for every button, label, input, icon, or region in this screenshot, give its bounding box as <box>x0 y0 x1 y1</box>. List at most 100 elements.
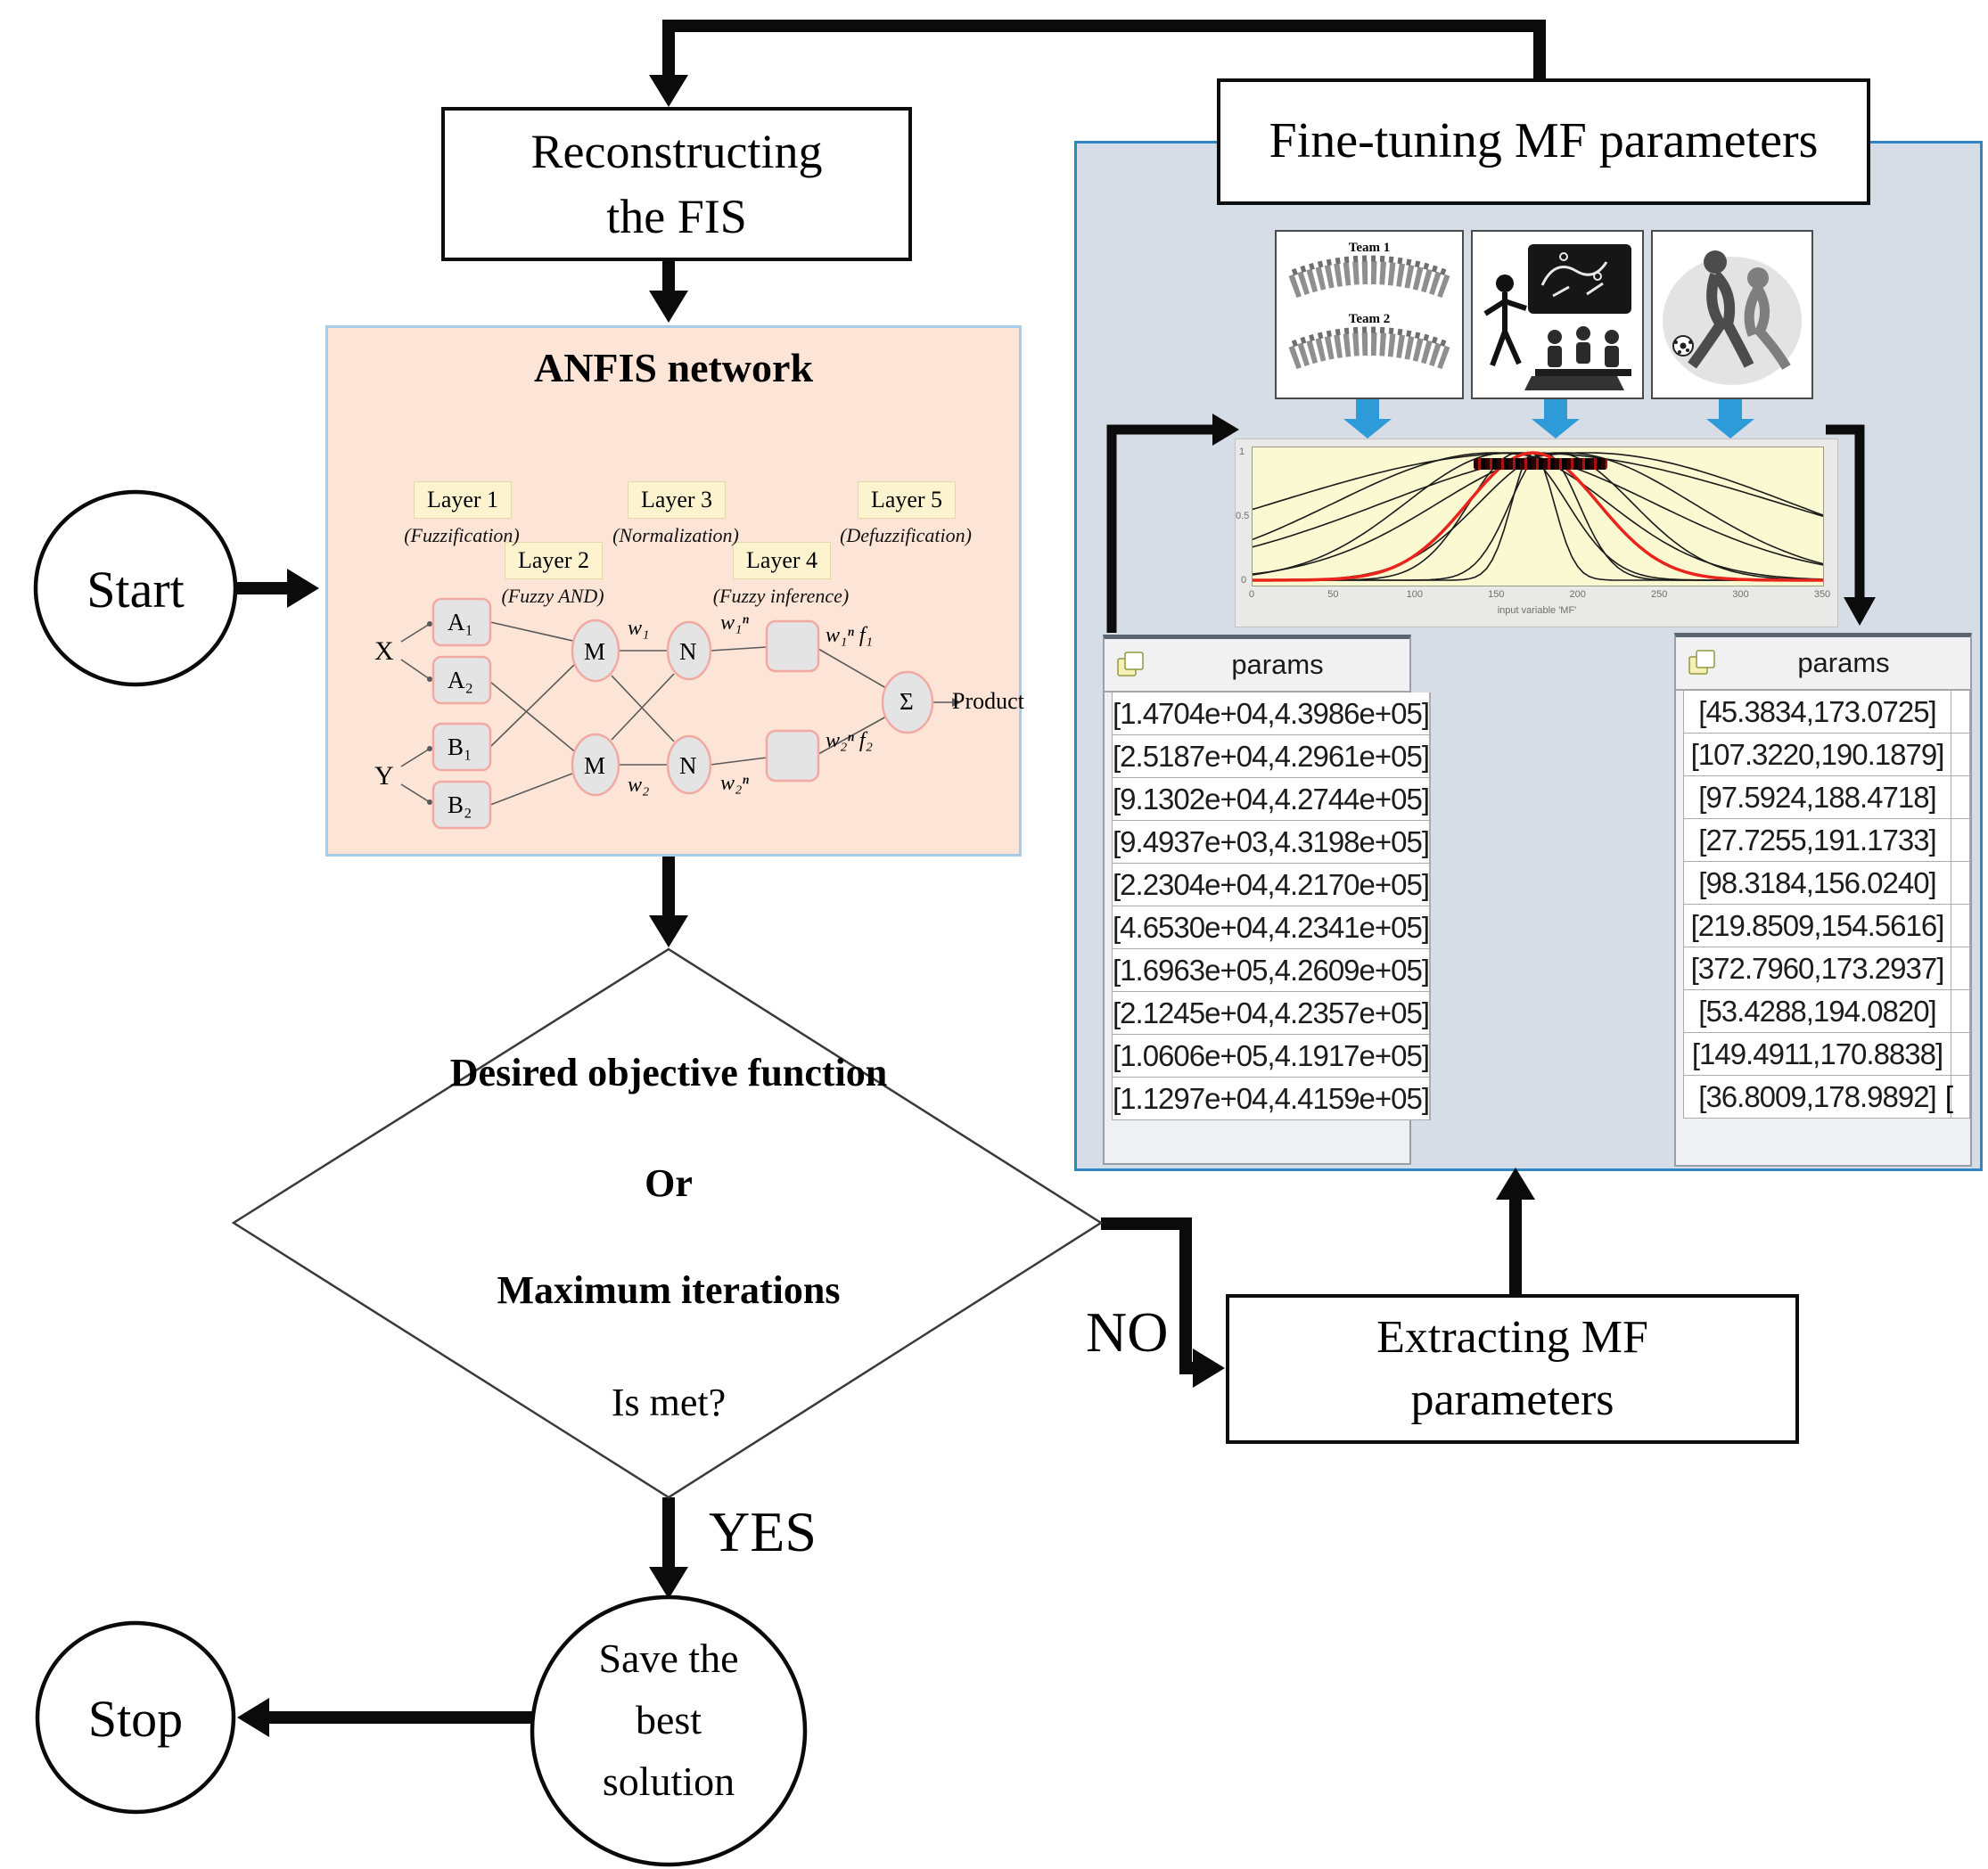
mf-black-4 <box>1253 452 1824 581</box>
table-row: [1.1297e+04,4.4159e+05] <box>1105 1078 1432 1120</box>
table-row: [53.4288,194.0820] <box>1676 990 1970 1033</box>
decision-line1: Desired objective function <box>449 1051 888 1094</box>
layer1-chip: Layer 1 <box>414 481 512 519</box>
w2nf2-label: w₂ⁿ f₂ <box>826 729 873 752</box>
text-cursor: [ <box>1944 1079 1953 1113</box>
y-fanout-lines <box>400 748 431 803</box>
plot-title-smudge <box>1474 458 1607 470</box>
table-row: [219.8509,154.5616] <box>1676 905 1970 947</box>
m1-to-n2-line <box>611 675 675 742</box>
table-row: [372.7960,173.2937] <box>1676 947 1970 990</box>
no-label: NO <box>1086 1300 1169 1364</box>
anfis-title: ANFIS network <box>533 345 814 390</box>
sigma-node-label: Σ <box>900 688 914 715</box>
layer4-sublabel: (Fuzzy inference) <box>712 585 850 607</box>
b1-node <box>431 722 492 772</box>
a1-node <box>431 597 492 647</box>
table-row: [2.2304e+04,4.2170e+05] <box>1105 864 1432 906</box>
anfis-network-diagram <box>400 597 961 830</box>
x-tick-label: 100 <box>1406 589 1424 600</box>
n2-to-sq2-line <box>710 757 768 766</box>
input-y-label: Y <box>374 761 394 791</box>
decision-line2: Or <box>645 1161 693 1205</box>
b2-to-m2-line <box>489 771 578 806</box>
layer5-sublabel: (Defuzzification) <box>840 524 972 546</box>
yes-label: YES <box>709 1500 817 1563</box>
n1-node <box>666 620 712 681</box>
table-row: [149.4911,170.8838] <box>1676 1033 1970 1076</box>
rule1-node <box>765 619 820 673</box>
left-params-rows: [1.4704e+04,4.3986e+05][2.5187e+04,4.296… <box>1105 693 1432 1120</box>
sq2-to-sigma-line <box>817 716 887 755</box>
table-row: [45.3834,173.0725] <box>1676 691 1970 734</box>
w1n-label: w₁ⁿ <box>720 611 749 635</box>
n1-to-sq1-line <box>710 646 768 652</box>
table-row: [9.1302e+04,4.2744e+05] <box>1105 778 1432 821</box>
left-params-table: params [1.4704e+04,4.3986e+05][2.5187e+0… <box>1103 635 1432 1165</box>
stop-label: Stop <box>87 1690 184 1748</box>
arrowhead-into-decision <box>649 915 688 947</box>
right-params-title: params <box>1797 647 1890 678</box>
extracting-mf-box: Extracting MF parameters <box>1226 1294 1799 1444</box>
x-tick-label: 250 <box>1650 589 1668 600</box>
fine-tuning-box: Fine-tuning MF parameters <box>1217 78 1870 205</box>
right-params-header: params <box>1676 637 1970 691</box>
mf-black-2 <box>1253 452 1823 581</box>
right-params-rows: [45.3834,173.0725][107.3220,190.1879][97… <box>1676 691 1970 1119</box>
layer5-chip: Layer 5 <box>858 481 956 519</box>
sigma-node <box>881 670 934 734</box>
layer2-chip: Layer 2 <box>505 542 603 579</box>
arrowhead-into-stop <box>237 1698 269 1737</box>
decision-line4: Is met? <box>611 1381 727 1424</box>
left-params-header: params <box>1105 639 1409 693</box>
variable-icon <box>1688 650 1715 675</box>
n2-node-label: N <box>679 752 697 779</box>
team2-label: Team 2 <box>1349 312 1391 326</box>
rule2-node <box>765 729 820 783</box>
ytick-05: 0.5 <box>1236 511 1250 521</box>
sq1-to-sigma-line <box>817 648 887 689</box>
right-params-table: params [45.3834,173.0725][107.3220,190.1… <box>1674 633 1972 1167</box>
w1nf1-label: w₁ⁿ f₁ <box>826 624 873 647</box>
x-tick-label: 200 <box>1569 589 1586 600</box>
x-axis-label: input variable 'MF' <box>1497 605 1577 616</box>
table-row: [9.4937e+03,4.3198e+05] <box>1105 821 1432 864</box>
reconstructing-fis-label: Reconstructing the FIS <box>530 124 823 243</box>
table-row: [36.8009,178.9892][ <box>1676 1076 1970 1119</box>
x-tick-label: 350 <box>1813 589 1831 600</box>
a2-node-label: A₂ <box>448 667 473 693</box>
reconstructing-fis-box: Reconstructing the FIS <box>441 107 912 261</box>
b2-node <box>431 780 492 830</box>
soccer-players-image <box>1651 230 1813 399</box>
x-tick-label: 150 <box>1488 589 1505 600</box>
ytick-0: 0 <box>1241 575 1247 586</box>
x-tick-label: 50 <box>1327 589 1339 600</box>
mf-plot-area <box>1252 447 1824 586</box>
b1-to-m1-line <box>489 660 579 748</box>
start-label: Start <box>86 561 185 619</box>
mf-black-1 <box>1253 452 1823 581</box>
ytick-1: 1 <box>1239 447 1245 457</box>
m2-to-n1-line <box>611 673 675 741</box>
w2-label: w₂ <box>628 774 650 797</box>
decision-line3: Maximum iterations <box>497 1268 841 1312</box>
feedback-loop-line <box>662 20 1546 80</box>
teams-image: Team 1 Team 2 <box>1275 230 1464 399</box>
layer4-chip: Layer 4 <box>733 542 831 579</box>
layer2-sublabel: (Fuzzy AND) <box>501 585 604 607</box>
table-row: [27.7255,191.1733] <box>1676 819 1970 862</box>
table-row: [1.4704e+04,4.3986e+05] <box>1105 693 1432 735</box>
arrowhead-into-anfis-left <box>287 569 319 608</box>
a2-node <box>431 655 492 705</box>
a2-to-m2-line <box>489 681 579 755</box>
input-x-label: X <box>374 636 394 666</box>
mf-red <box>1253 451 1823 582</box>
table-row: [4.6530e+04,4.2341e+05] <box>1105 906 1432 949</box>
table-row: [1.6963e+05,4.2609e+05] <box>1105 949 1432 992</box>
x-tick-label: 0 <box>1248 589 1255 600</box>
product-arrowhead <box>952 698 961 707</box>
product-label: Product <box>952 688 1024 714</box>
mf-black-3 <box>1253 452 1823 581</box>
mf-black-5 <box>1252 452 1824 580</box>
